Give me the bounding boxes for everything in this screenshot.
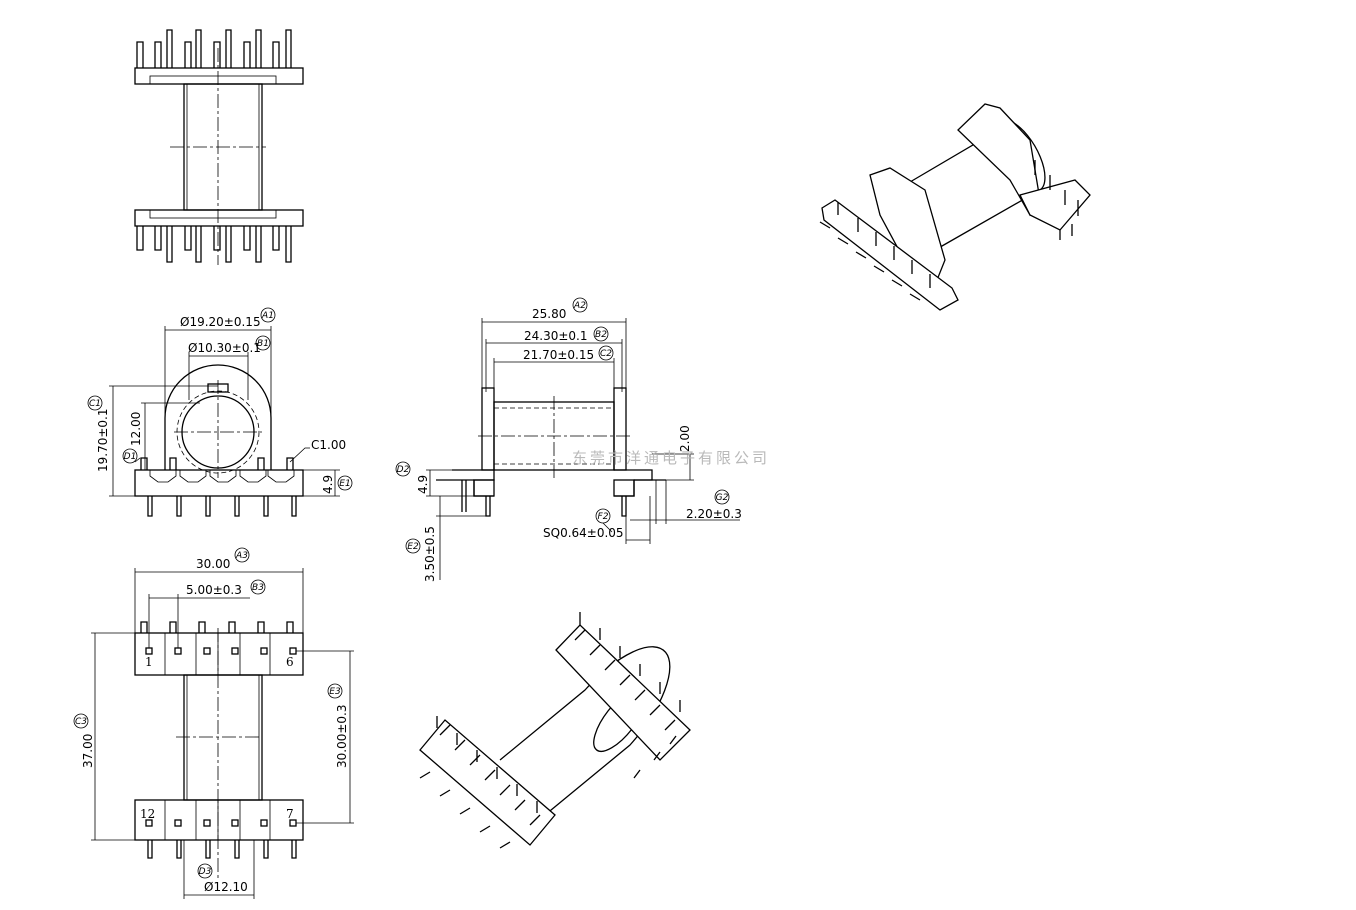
dim-a2: 25.80	[532, 307, 566, 321]
dim-d3: Ø12.10	[204, 880, 248, 894]
tag-b1-circle	[255, 335, 271, 351]
tag-c2: C2	[600, 349, 612, 359]
dim-c3: 37.00	[81, 734, 95, 768]
tag-e3-circle	[327, 683, 343, 699]
pin-squares	[145, 647, 297, 827]
top-view	[134, 29, 304, 265]
watermark-text: 东莞市洋通电子有限公司	[572, 449, 770, 467]
dim-d1-height: 12.00	[129, 412, 143, 446]
dim-a1: Ø19.20±0.15	[180, 315, 261, 329]
tag-a1-circle	[260, 307, 276, 323]
tag-a3-circle	[234, 547, 250, 563]
tag-d3-circle	[197, 863, 213, 879]
bottom-view: 1 6 7 12 30.00 A3 5.00±0.3 B3 37.00	[73, 547, 354, 899]
side-view: 25.80 A2 24.30±0.1 B2 21.70±0.15 C2 2.00…	[395, 297, 742, 582]
dim-a3: 30.00	[196, 557, 230, 571]
side-dimension-lines	[426, 318, 740, 580]
tag-d2-circle	[395, 461, 411, 477]
tag-d2: D2	[397, 465, 410, 475]
dim-b2: 24.30±0.1	[524, 329, 588, 343]
front-dimension-lines	[109, 326, 340, 497]
front-view: Ø19.20±0.15 A1 Ø10.30±0.1 B1 19.70±0.1 C…	[87, 307, 353, 517]
tag-e3: E3	[329, 687, 341, 697]
pin-label-12: 12	[140, 807, 155, 821]
tag-c2-circle	[598, 345, 614, 361]
pin-label-7: 7	[286, 807, 294, 821]
tag-f2: F2	[598, 512, 609, 522]
tag-c3: C3	[75, 717, 87, 727]
isometric-view-bottom	[419, 612, 691, 849]
isometric-view-top	[819, 103, 1091, 311]
tag-g2: G2	[716, 493, 729, 503]
dim-chamfer: C1.00	[311, 438, 346, 452]
tag-f2-circle	[595, 508, 611, 524]
dim-e2: 3.50±0.5	[423, 526, 437, 582]
dim-b1: Ø10.30±0.1	[188, 341, 261, 355]
bottom-flange	[134, 209, 304, 263]
tag-b2: B2	[595, 330, 607, 340]
tag-c1: C1	[89, 399, 101, 409]
tag-a3: A3	[235, 551, 248, 561]
tag-b1: B1	[257, 339, 269, 349]
tag-d1: D1	[124, 452, 137, 462]
tag-a2: A2	[573, 301, 586, 311]
tag-a1: A1	[261, 311, 274, 321]
tag-c1-circle	[87, 395, 103, 411]
tag-e1: E1	[339, 479, 350, 489]
tag-d3: D3	[199, 867, 212, 877]
tag-b2-circle	[593, 326, 609, 342]
tag-e2-circle	[405, 538, 421, 554]
dim-g1-height: 2.00	[678, 425, 692, 452]
dim-d2: 4.9	[416, 475, 430, 494]
dim-b3: 5.00±0.3	[186, 583, 242, 597]
tag-b3-circle	[250, 579, 266, 595]
tag-a2-circle	[572, 297, 588, 313]
tag-e1-circle	[337, 475, 353, 491]
dim-e3: 30.00±0.3	[335, 705, 349, 769]
dim-e1: 4.9	[321, 475, 335, 494]
tag-b3: B3	[252, 583, 264, 593]
tag-e2: E2	[407, 542, 419, 552]
tag-d1-circle	[122, 448, 138, 464]
top-flange	[134, 29, 304, 85]
bottom-flanges	[134, 621, 304, 859]
bottom-dimension-lines	[91, 568, 354, 899]
dim-f2: SQ0.64±0.05	[543, 526, 624, 540]
tag-g2-circle	[714, 489, 730, 505]
dim-c1: 19.70±0.1	[96, 409, 110, 473]
tag-c3-circle	[73, 713, 89, 729]
dim-c2: 21.70±0.15	[523, 348, 594, 362]
front-flange-outline	[134, 364, 304, 517]
dim-g2: 2.20±0.3	[686, 507, 742, 521]
pin-label-6: 6	[286, 655, 294, 669]
pin-label-1: 1	[145, 655, 153, 669]
